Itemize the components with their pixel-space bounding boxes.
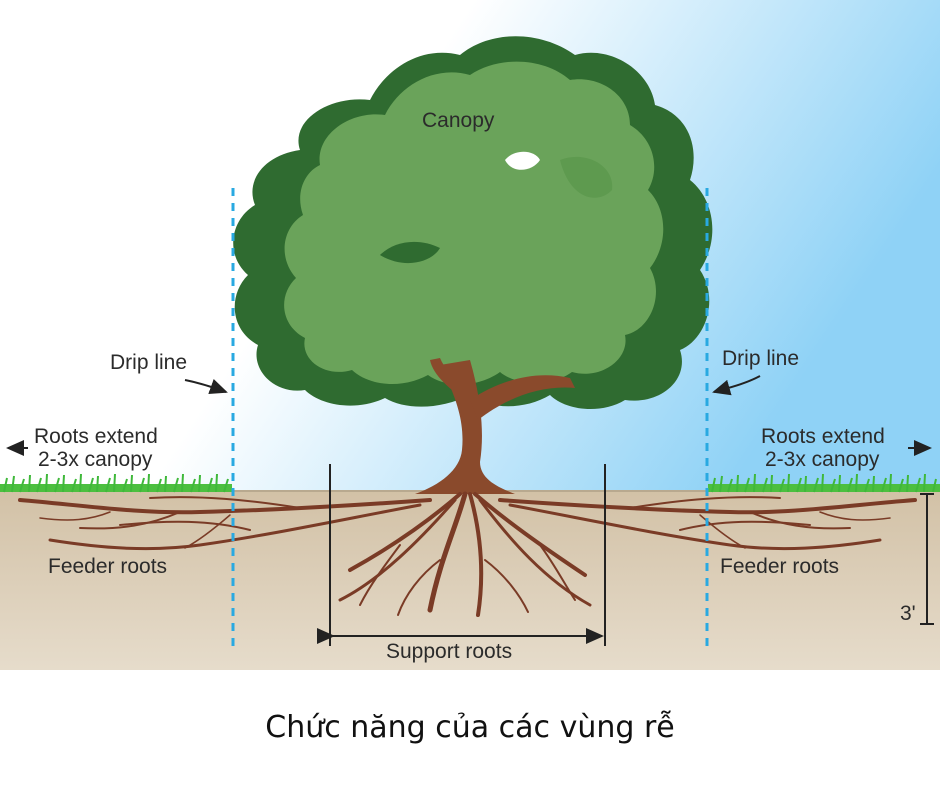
depth-label: 3' <box>900 602 916 625</box>
roots-extend-left-line2: 2-3x canopy <box>38 448 153 471</box>
feeder-roots-right <box>498 496 917 551</box>
drip-line-right-label: Drip line <box>722 347 800 370</box>
tree-root-zone-diagram <box>0 0 940 670</box>
caption: Chức năng của các vùng rễ <box>265 710 675 745</box>
feeder-roots-left <box>18 496 432 551</box>
tree-canopy <box>233 36 713 410</box>
grass-right <box>708 473 940 493</box>
tree-trunk <box>415 360 515 494</box>
drip-line-right-pointer <box>712 375 761 396</box>
support-root-system <box>338 491 592 617</box>
roots-extend-right-line2: 2-3x canopy <box>765 448 880 471</box>
grass-left <box>0 473 232 493</box>
roots-extend-left-line1: Roots extend <box>34 425 158 448</box>
drip-line-left-label: Drip line <box>110 351 188 374</box>
roots-extend-right-line1: Roots extend <box>761 425 885 448</box>
feeder-roots-left-label: Feeder roots <box>48 555 168 578</box>
feeder-roots-right-label: Feeder roots <box>720 555 840 578</box>
tree-branch-left <box>430 358 462 390</box>
drip-line-left-pointer <box>184 379 228 395</box>
support-roots-label: Support roots <box>386 640 513 663</box>
canopy-label: Canopy <box>422 109 495 132</box>
tree-branch <box>470 375 575 420</box>
